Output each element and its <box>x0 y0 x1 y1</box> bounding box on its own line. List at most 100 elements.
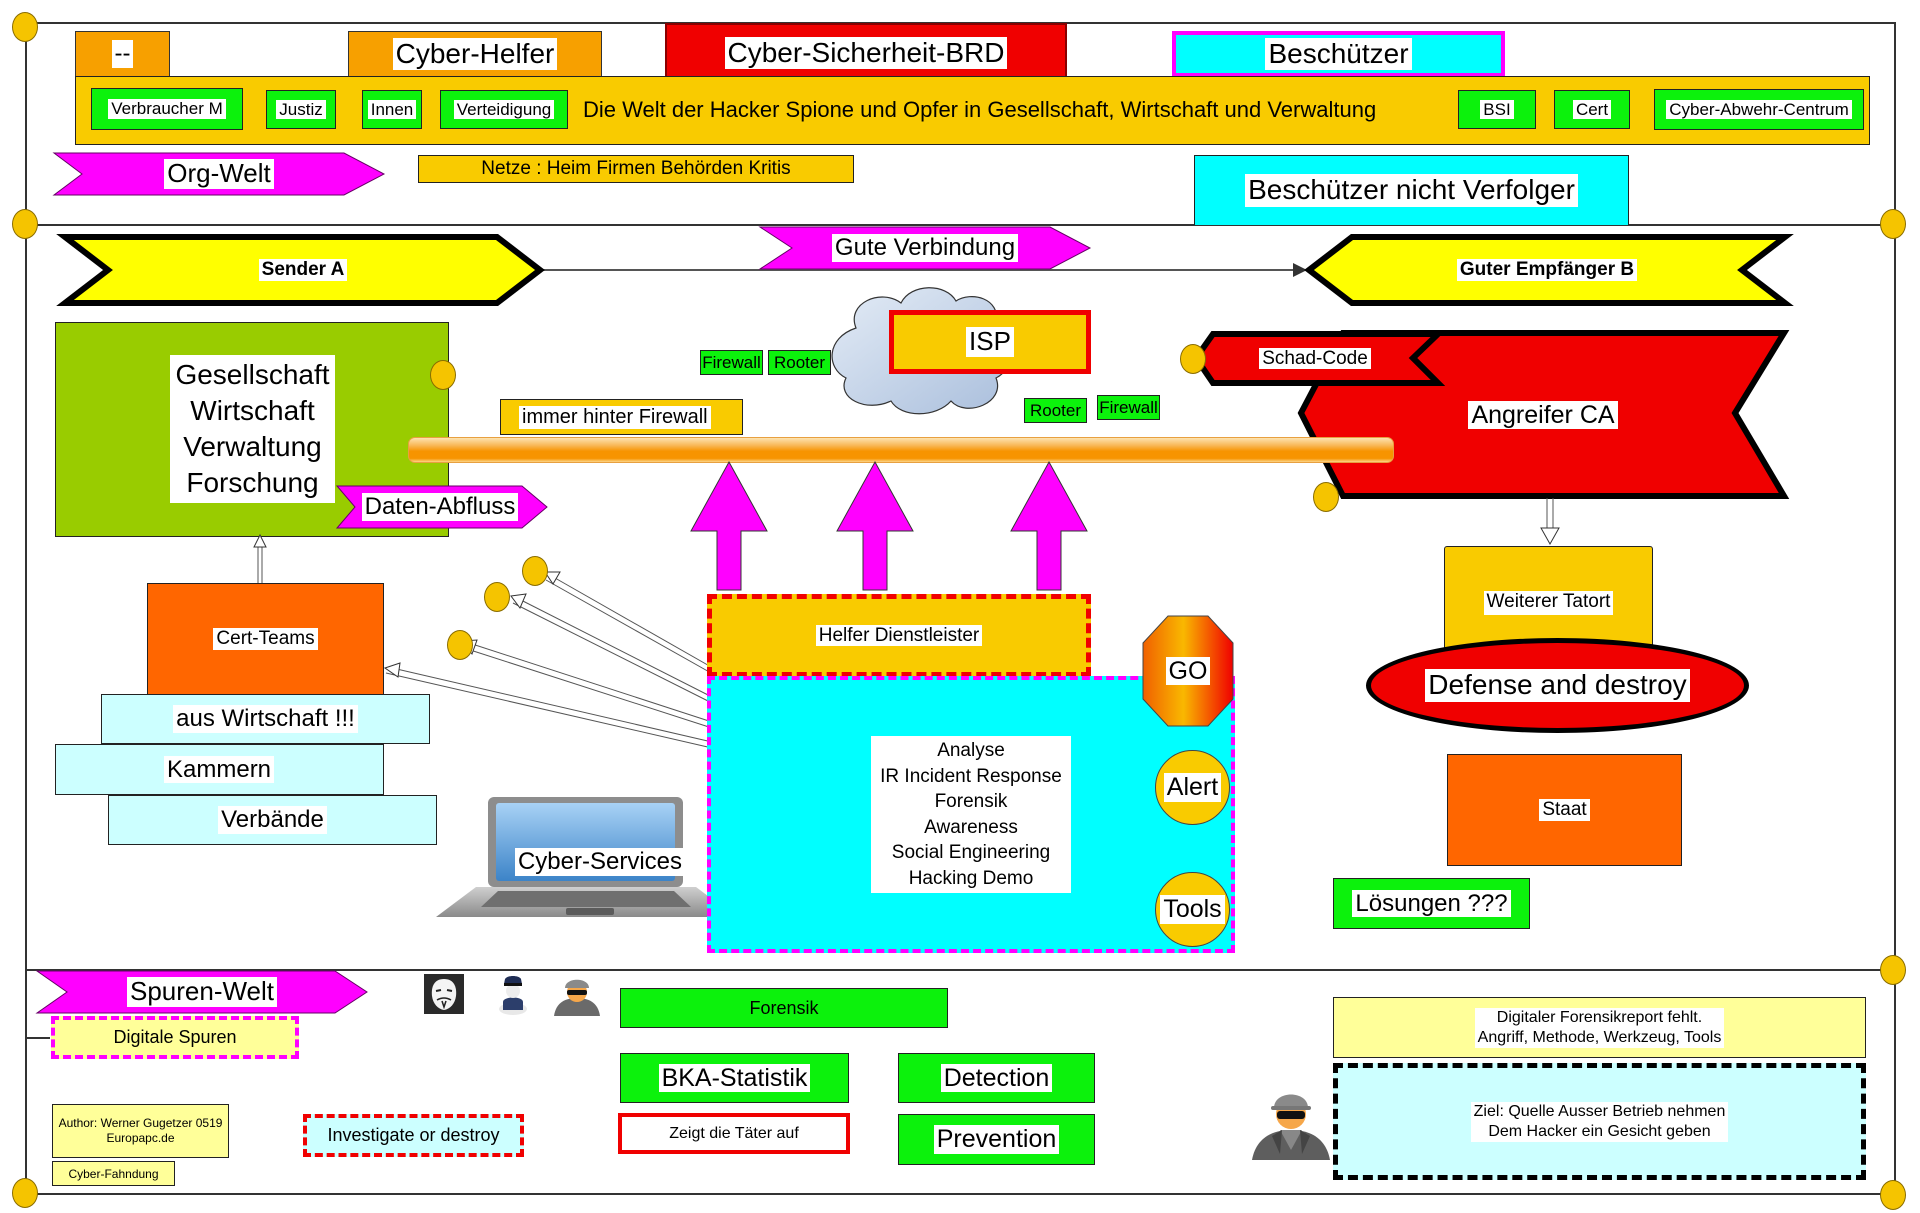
loesungen-label: Lösungen ??? <box>1352 889 1511 918</box>
beschuetzer-box: Beschützer <box>1172 31 1505 77</box>
isp-label: ISP <box>966 326 1014 357</box>
up-arrow-3 <box>1010 460 1088 591</box>
angreifer-connector-dot <box>1313 482 1339 512</box>
detection-label: Detection <box>940 1063 1053 1093</box>
daten-abfluss-label: Daten-Abfluss <box>361 493 519 521</box>
cyber-fahndung-box: Cyber-Fahndung <box>52 1161 175 1186</box>
connector-dot-right-lower <box>1880 955 1906 985</box>
service-awareness: Awareness <box>924 816 1018 838</box>
tag-cert-label: Cert <box>1572 99 1612 120</box>
schad-code-text: Schad-Code <box>1215 331 1415 386</box>
forensikreport-line-1: Digitaler Forensikreport fehlt. <box>1496 1008 1703 1026</box>
rooter-left-label: Rooter <box>773 352 826 372</box>
forensik-box: Forensik <box>620 988 948 1028</box>
connector-dot-top-left <box>12 12 38 42</box>
rooter-right-label: Rooter <box>1029 400 1082 420</box>
forensik-label: Forensik <box>749 997 819 1018</box>
empfaenger-b-label: Guter Empfänger B <box>1456 259 1638 281</box>
schad-code-label: Schad-Code <box>1259 347 1371 370</box>
daten-abfluss-text: Daten-Abfluss <box>345 486 535 528</box>
digitale-spuren-connector <box>26 1037 50 1039</box>
schad-code-connector-dot <box>1180 344 1206 374</box>
spy-icon <box>554 979 600 1016</box>
tag-bsi[interactable]: BSI <box>1458 90 1536 129</box>
tag-verbraucher[interactable]: Verbraucher M <box>91 88 243 130</box>
society-line-forschung: Forschung <box>186 467 319 498</box>
tag-bsi-label: BSI <box>1480 99 1514 120</box>
tag-verteidigung-label: Verteidigung <box>453 99 555 120</box>
angreifer-ca-label: Angreifer CA <box>1468 400 1618 430</box>
org-welt-label: Org-Welt <box>164 158 274 189</box>
dash-box: -- <box>75 31 170 77</box>
firewall-right-tag: Firewall <box>1097 395 1160 420</box>
prevention-label: Prevention <box>933 1125 1060 1154</box>
cert-teams-label: Cert-Teams <box>213 628 318 650</box>
sender-empfaenger-line <box>540 269 1300 271</box>
frame-bottom-line <box>26 1193 1896 1195</box>
tools-button[interactable]: Tools <box>1155 872 1230 947</box>
anonymous-mask-icon <box>424 974 464 1014</box>
angreifer-to-tatort-arrow <box>1540 498 1560 546</box>
go-text: GO <box>1142 615 1234 727</box>
digitale-spuren-label: Digitale Spuren <box>113 1027 237 1047</box>
staat-label: Staat <box>1539 799 1590 821</box>
investigate-or-destroy-box: Investigate or destroy <box>303 1114 524 1157</box>
tag-innen[interactable]: Innen <box>362 90 422 129</box>
cyber-services-text: Cyber-Services <box>495 845 705 879</box>
zeigt-die-taeter-label: Zeigt die Täter auf <box>669 1124 799 1142</box>
weiterer-tatort-label: Weiterer Tatort <box>1483 591 1614 615</box>
angreifer-ca-text: Angreifer CA <box>1298 390 1788 440</box>
gute-verbindung-label: Gute Verbindung <box>831 234 1019 262</box>
up-arrow-2 <box>836 460 914 591</box>
society-line-wirtschaft: Wirtschaft <box>190 395 315 426</box>
tag-cert[interactable]: Cert <box>1554 90 1630 129</box>
police-officer-icon <box>499 976 527 1015</box>
author-line-1: Author: Werner Gugetzer 0519 <box>58 1116 223 1130</box>
alert-button[interactable]: Alert <box>1155 750 1230 825</box>
prevention-box[interactable]: Prevention <box>898 1114 1095 1165</box>
society-labels: Gesellschaft Wirtschaft Verwaltung Forsc… <box>170 355 335 503</box>
ziel-line-1: Ziel: Quelle Ausser Betrieb nehmen <box>1473 1102 1726 1120</box>
tag-justiz[interactable]: Justiz <box>266 90 336 129</box>
society-connector-dot <box>430 360 456 390</box>
immer-hinter-firewall-label: immer hinter Firewall <box>519 405 711 429</box>
detection-box[interactable]: Detection <box>898 1053 1095 1103</box>
isp-box: ISP <box>889 310 1091 374</box>
tag-verteidigung[interactable]: Verteidigung <box>440 90 568 129</box>
cyber-helfer-label: Cyber-Helfer <box>392 37 558 71</box>
rooter-left-tag: Rooter <box>768 350 831 375</box>
service-incident-response: IR Incident Response <box>880 765 1062 787</box>
beschuetzer-nicht-verfolger-label: Beschützer nicht Verfolger <box>1245 174 1578 207</box>
defense-and-destroy-label: Defense and destroy <box>1425 669 1690 702</box>
verbaende-label: Verbände <box>218 806 327 834</box>
beschuetzer-nicht-verfolger-box: Beschützer nicht Verfolger <box>1194 155 1629 225</box>
firewall-right-label: Firewall <box>1099 397 1158 417</box>
empfaenger-b-text: Guter Empfänger B <box>1306 234 1788 306</box>
connector-dot-right-mid <box>1880 209 1906 239</box>
service-hacking-demo: Hacking Demo <box>908 867 1034 889</box>
tag-cyber-abwehr-centrum[interactable]: Cyber-Abwehr-Centrum <box>1654 89 1864 130</box>
frame-right-line <box>1894 22 1896 1197</box>
tools-label: Tools <box>1160 895 1225 924</box>
spuren-welt-text: Spuren-Welt <box>37 971 367 1013</box>
band-title: Die Welt der Hacker Spione und Opfer in … <box>583 97 1377 122</box>
aus-wirtschaft-box: aus Wirtschaft !!! <box>101 694 430 744</box>
helfer-dienstleister-box: Helfer Dienstleister <box>707 594 1091 677</box>
ziel-box: Ziel: Quelle Ausser Betrieb nehmen Dem H… <box>1333 1063 1866 1180</box>
network-bus-pipe <box>408 437 1394 463</box>
connector-dot-left-mid <box>12 209 38 239</box>
ziel-line-2: Dem Hacker ein Gesicht geben <box>1488 1122 1711 1140</box>
cyber-fahndung-label: Cyber-Fahndung <box>68 1166 159 1181</box>
connector-dot-bottom-right <box>1880 1180 1906 1210</box>
service-analyse: Analyse <box>937 740 1005 761</box>
digitale-spuren-box: Digitale Spuren <box>51 1016 299 1059</box>
loesungen-box[interactable]: Lösungen ??? <box>1333 878 1530 929</box>
cyber-helfer-tab: Cyber-Helfer <box>348 31 602 77</box>
helfer-dienstleister-label: Helfer Dienstleister <box>815 624 983 647</box>
line-arrowhead <box>1293 263 1307 277</box>
netze-box: Netze : Heim Firmen Behörden Kritis <box>418 155 854 183</box>
aus-wirtschaft-label: aus Wirtschaft !!! <box>173 705 358 733</box>
firewall-left-tag: Firewall <box>700 350 763 375</box>
author-box: Author: Werner Gugetzer 0519 Europapc.de <box>52 1104 229 1158</box>
